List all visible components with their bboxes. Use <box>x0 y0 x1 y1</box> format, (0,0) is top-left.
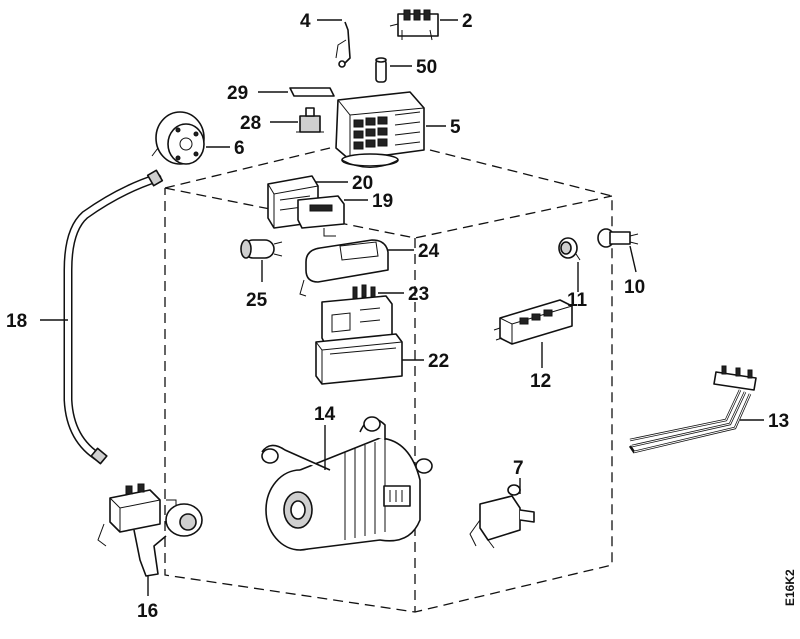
label-2: 2 <box>462 11 473 32</box>
part-25-capacitor <box>240 239 283 259</box>
part-28-switch <box>296 107 324 133</box>
part-11-lamp <box>558 237 581 261</box>
part-2-connector <box>389 9 439 41</box>
part-6-motor-disc <box>151 111 205 165</box>
label-16: 16 <box>137 601 158 622</box>
label-25: 25 <box>246 290 268 311</box>
part-7-valve <box>469 484 535 549</box>
part-24-cover <box>299 239 389 297</box>
part-4-sensor <box>335 21 351 68</box>
cabinet-outline <box>164 147 613 613</box>
label-6: 6 <box>234 138 245 159</box>
label-24: 24 <box>418 241 440 262</box>
part-16-pump <box>97 483 203 577</box>
label-11: 11 <box>567 290 588 311</box>
part-18-hose <box>63 169 164 465</box>
part-50-spindle <box>375 57 387 83</box>
label-50: 50 <box>416 57 437 78</box>
part-12-button-block <box>493 299 573 345</box>
part-19-module <box>297 195 345 237</box>
label-14: 14 <box>314 404 336 425</box>
drawing-code: E16K2 <box>783 569 797 606</box>
leader-lines <box>40 19 764 596</box>
label-19: 19 <box>372 191 393 212</box>
part-13-heater <box>628 365 757 454</box>
label-4: 4 <box>300 11 311 32</box>
label-12: 12 <box>530 371 551 392</box>
part-22-board <box>315 295 403 385</box>
label-29: 29 <box>227 83 248 104</box>
part-5-timer <box>335 91 425 168</box>
part-14-motor <box>261 416 433 551</box>
label-13: 13 <box>768 411 789 432</box>
part-29-plate <box>289 87 335 97</box>
label-5: 5 <box>450 117 461 138</box>
label-28: 28 <box>240 113 261 134</box>
label-10: 10 <box>624 277 645 298</box>
label-7: 7 <box>513 458 524 479</box>
part-10-switch <box>597 228 639 248</box>
label-18: 18 <box>6 311 27 332</box>
label-23: 23 <box>408 284 429 305</box>
part-labels: 4 2 50 29 28 5 6 20 19 24 25 23 22 11 10… <box>6 11 789 622</box>
label-22: 22 <box>428 351 449 372</box>
label-20: 20 <box>352 173 373 194</box>
